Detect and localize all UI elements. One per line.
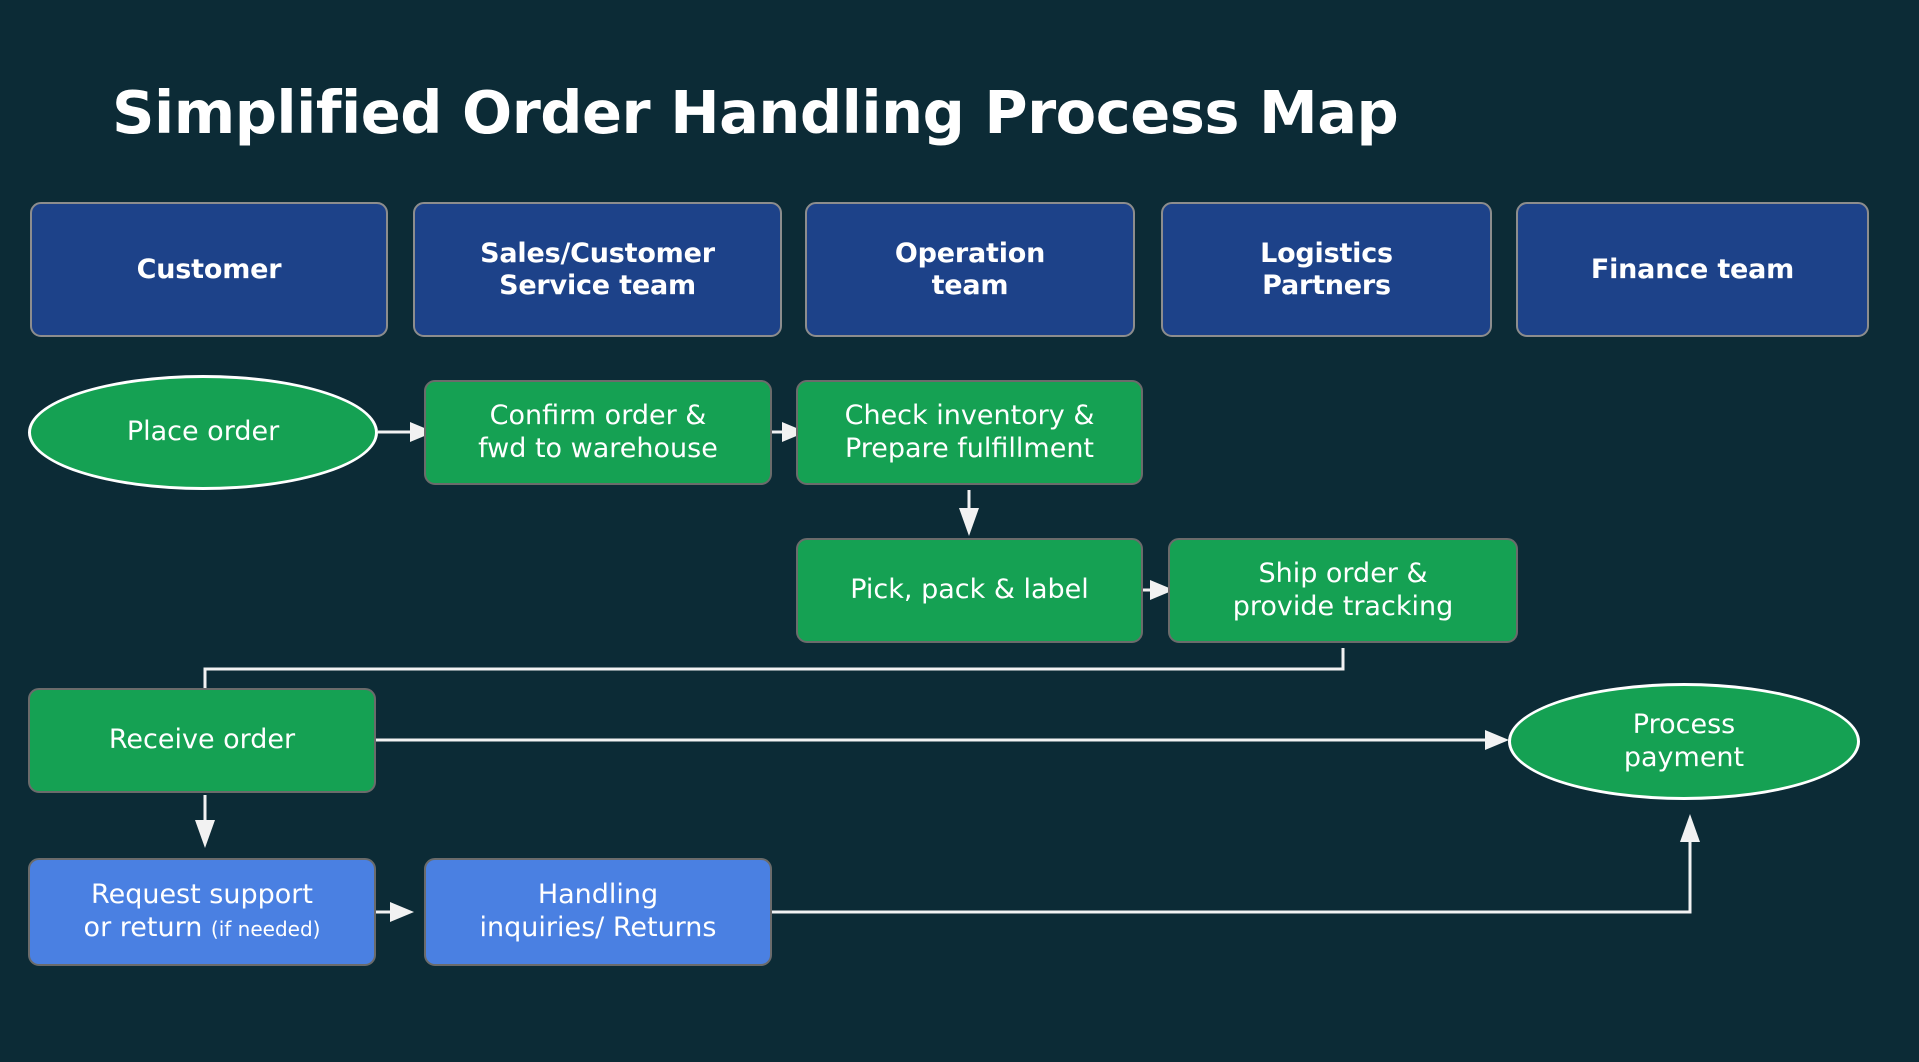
node-ship-order[interactable]: Ship order &provide tracking (1168, 538, 1518, 643)
node-check-inventory[interactable]: Check inventory &Prepare fulfillment (796, 380, 1143, 485)
node-label: Ship order &provide tracking (1232, 557, 1454, 622)
node-label: Receive order (108, 724, 296, 756)
lane-header-customer[interactable]: Customer (30, 202, 388, 337)
lane-header-label: Finance team (1590, 253, 1795, 285)
lane-header-label: Customer (136, 253, 282, 285)
node-label-note: (if needed) (210, 917, 321, 941)
node-label: Check inventory &Prepare fulfillment (844, 399, 1095, 464)
lane-header-finance-team[interactable]: Finance team (1516, 202, 1869, 337)
node-receive-order[interactable]: Receive order (28, 688, 376, 793)
node-label: Confirm order &fwd to warehouse (478, 399, 718, 464)
node-place-order[interactable]: Place order (28, 375, 378, 490)
node-pick-pack-label[interactable]: Pick, pack & label (796, 538, 1143, 643)
page-title: Simplified Order Handling Process Map (112, 78, 1399, 147)
node-confirm-order[interactable]: Confirm order &fwd to warehouse (424, 380, 772, 485)
node-label: Place order (126, 416, 280, 448)
node-label: Pick, pack & label (850, 574, 1089, 606)
